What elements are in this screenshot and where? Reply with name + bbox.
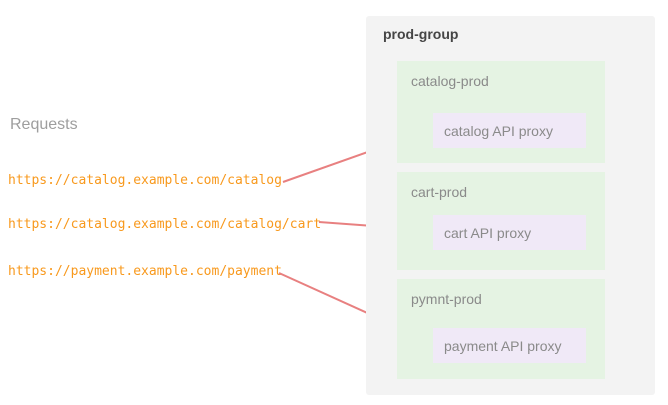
request-url-payment: https://payment.example.com/payment [8,264,282,279]
request-url-cart: https://catalog.example.com/catalog/cart [8,217,322,232]
environment-group-box: prod-group catalog-prod catalog API prox… [366,16,655,395]
requests-heading: Requests [10,116,78,133]
environment-group-title: prod-group [383,26,459,42]
environment-box-pymnt-prod: pymnt-prod payment API proxy [397,279,605,379]
request-url-catalog: https://catalog.example.com/catalog [8,173,282,188]
environment-name: catalog-prod [411,73,489,89]
api-proxy-cart: cart API proxy [433,215,586,250]
api-proxy-catalog: catalog API proxy [433,113,586,148]
environment-name: pymnt-prod [411,291,482,307]
environment-name: cart-prod [411,184,468,200]
api-proxy-payment: payment API proxy [433,328,586,363]
environment-box-catalog-prod: catalog-prod catalog API proxy [397,61,605,163]
environment-box-cart-prod: cart-prod cart API proxy [397,172,605,270]
